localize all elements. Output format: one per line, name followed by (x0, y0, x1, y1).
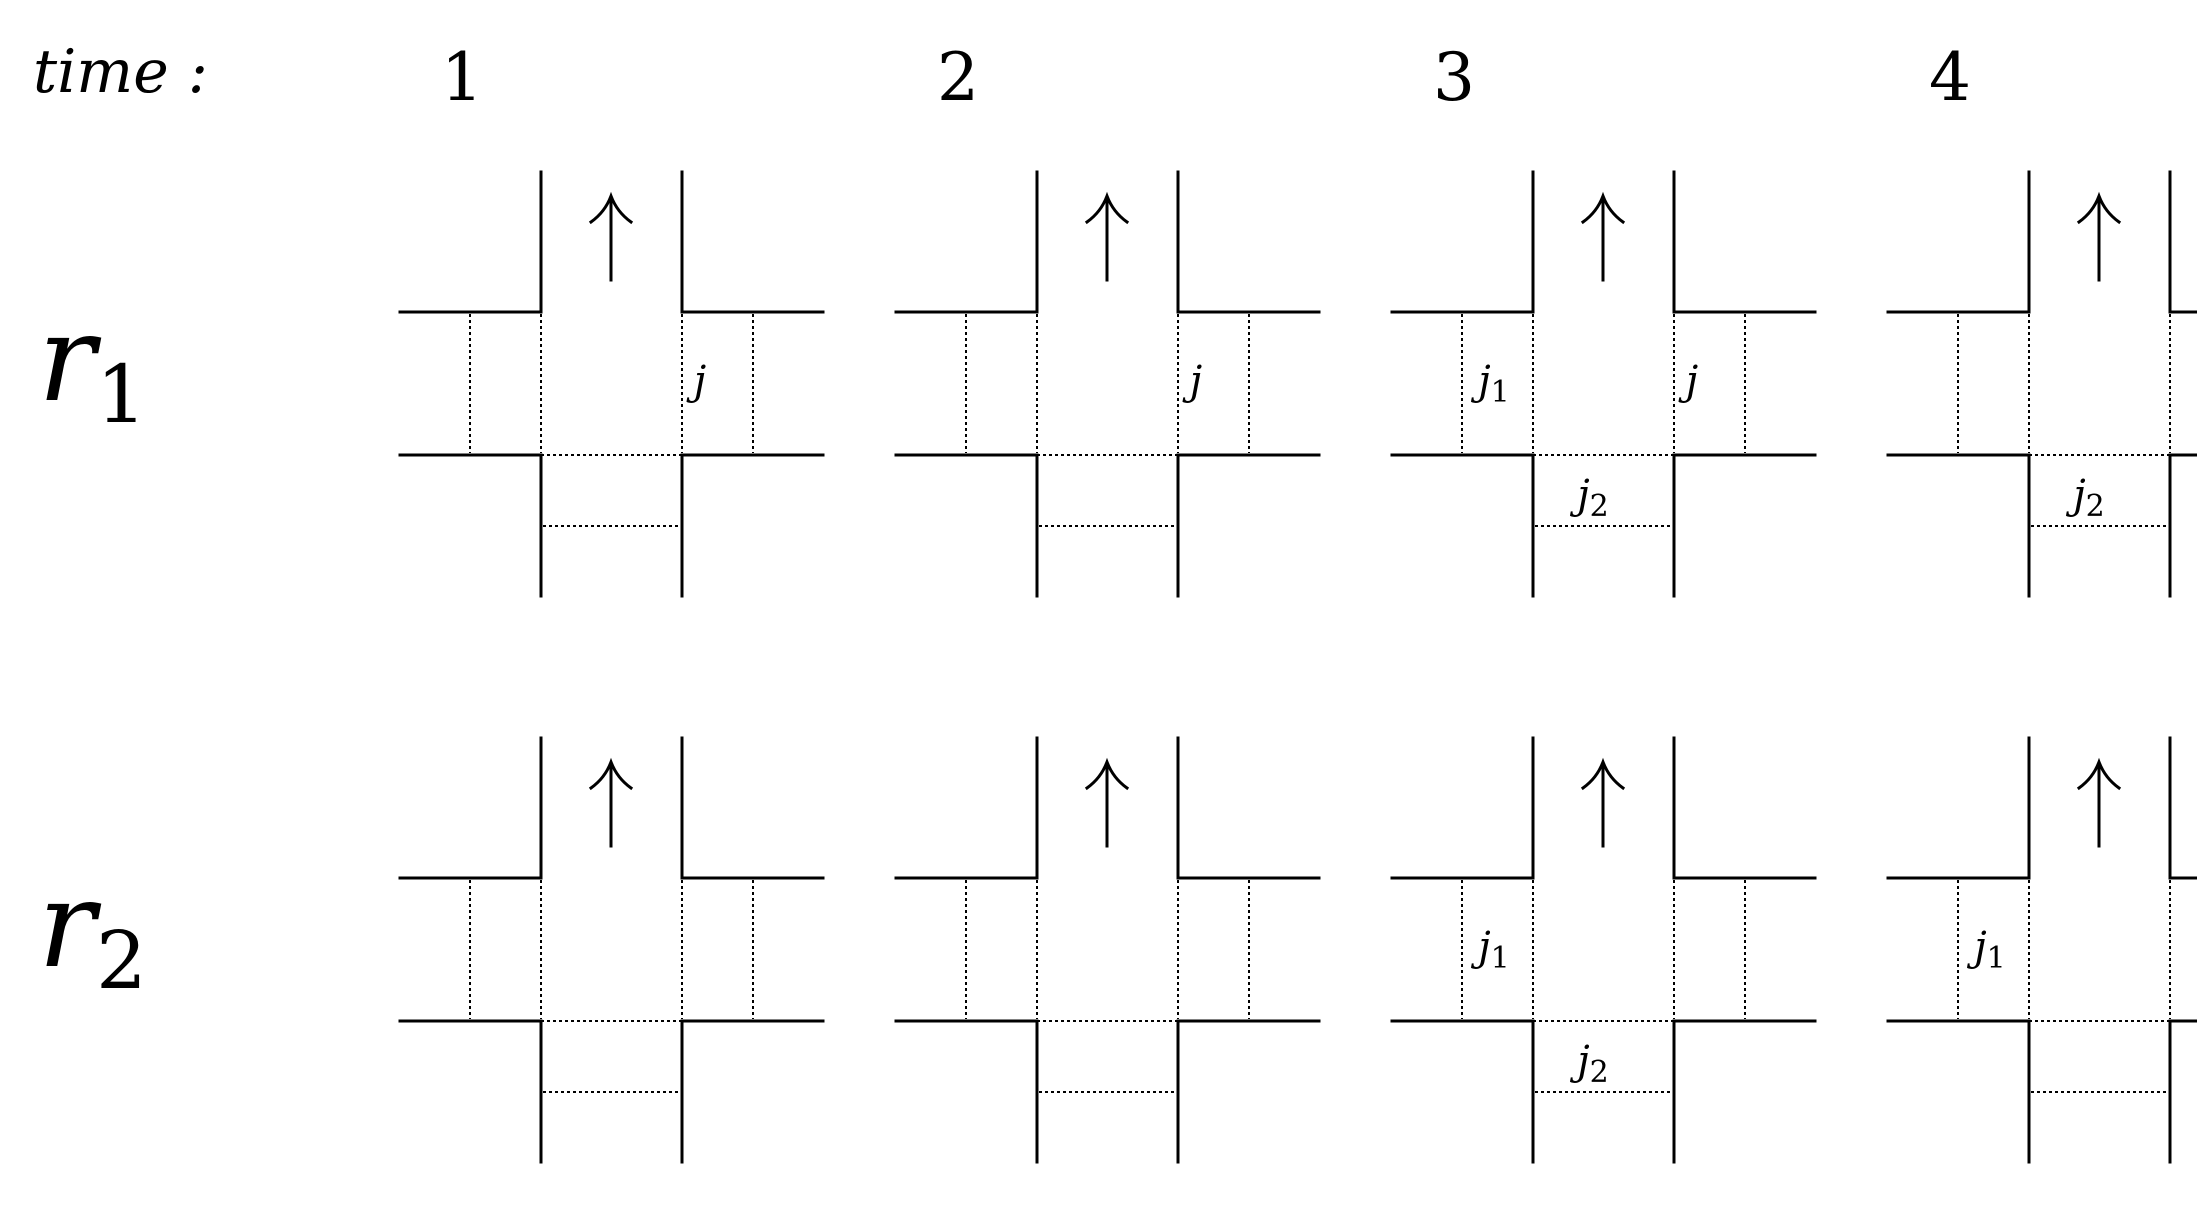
road-edge-2 (1176, 170, 1321, 314)
road-edge-3 (1390, 453, 1535, 598)
road-edge-2 (680, 736, 825, 880)
panel-r1-t1: j (398, 170, 825, 598)
job-label-base: j (1966, 924, 1986, 970)
road-edge-4 (680, 453, 825, 598)
panel-r1-t2: j (894, 170, 1321, 598)
row-label-1: r (38, 290, 102, 429)
road-edge-1 (1886, 170, 2031, 314)
road-edge-1 (1390, 170, 1535, 314)
row-label-subscript-1: 1 (96, 348, 147, 441)
panel-r1-t4: j2 (1886, 170, 2197, 598)
road-edge-2 (2168, 170, 2197, 314)
job-label-base: j (1569, 472, 1589, 518)
road-edge-3 (894, 1019, 1039, 1164)
road-edge-1 (1886, 736, 2031, 880)
road-edge-1 (894, 736, 1039, 880)
job-label-bottom: j2 (2065, 472, 2105, 524)
road-edge-4 (2168, 1019, 2197, 1164)
job-label-base: j (2065, 472, 2085, 518)
panel-r2-t1 (398, 736, 825, 1164)
road-edge-3 (398, 1019, 543, 1164)
road-edge-1 (894, 170, 1039, 314)
job-label-subscript: 1 (1491, 375, 1510, 410)
job-label-left: j1 (1966, 924, 2006, 976)
road-edge-1 (1390, 736, 1535, 880)
road-edge-3 (1390, 1019, 1535, 1164)
road-edge-2 (1176, 736, 1321, 880)
panel-r2-t4: j1 (1886, 736, 2197, 1164)
job-label-subscript: 2 (2086, 489, 2105, 524)
up-arrow-icon (1580, 757, 1626, 848)
time-number-3: 3 (1433, 39, 1475, 116)
job-label-base: j (1470, 924, 1490, 970)
road-edge-1 (398, 736, 543, 880)
road-edge-2 (1672, 736, 1817, 880)
road-edge-2 (680, 170, 825, 314)
panel-r2-t2 (894, 736, 1321, 1164)
job-label-left: j1 (1470, 924, 1510, 976)
job-label-left: j1 (1470, 358, 1510, 410)
row-label-2: r (38, 856, 102, 995)
time-number-1: 1 (441, 39, 483, 116)
road-edge-4 (1176, 1019, 1321, 1164)
up-arrow-icon (1084, 191, 1130, 282)
road-edge-2 (1672, 170, 1817, 314)
up-arrow-icon (2076, 757, 2122, 848)
job-label-subscript: 1 (1491, 941, 1510, 976)
time-headers: 1 2 3 4 (441, 39, 1971, 116)
job-label-base: j (1678, 358, 1698, 404)
road-edge-4 (680, 1019, 825, 1164)
up-arrow-icon (588, 757, 634, 848)
job-label-subscript: 1 (1987, 941, 2006, 976)
job-label-right: j (1182, 358, 1202, 404)
job-label-bottom: j2 (1569, 1038, 1609, 1090)
road-edge-3 (1886, 1019, 2031, 1164)
time-number-2: 2 (937, 39, 979, 116)
job-label-base: j (1470, 358, 1490, 404)
road-edge-3 (1886, 453, 2031, 598)
time-number-4: 4 (1929, 39, 1971, 116)
up-arrow-icon (2076, 191, 2122, 282)
job-label-bottom: j2 (1569, 472, 1609, 524)
up-arrow-icon (1580, 191, 1626, 282)
job-label-right: j (1678, 358, 1698, 404)
job-label-subscript: 2 (1590, 489, 1609, 524)
road-edge-4 (1672, 1019, 1817, 1164)
job-label-base: j (1569, 1038, 1589, 1084)
road-edge-1 (398, 170, 543, 314)
road-edge-3 (398, 453, 543, 598)
up-arrow-icon (1084, 757, 1130, 848)
road-edge-3 (894, 453, 1039, 598)
job-label-base: j (686, 358, 706, 404)
row-label-subscript-2: 2 (96, 914, 147, 1007)
road-edge-4 (2168, 453, 2197, 598)
road-edge-2 (2168, 736, 2197, 880)
job-label-subscript: 2 (1590, 1055, 1609, 1090)
road-edge-4 (1672, 453, 1817, 598)
job-label-right: j (686, 358, 706, 404)
road-edge-4 (1176, 453, 1321, 598)
job-label-base: j (1182, 358, 1202, 404)
up-arrow-icon (588, 191, 634, 282)
time-label: time : (33, 37, 208, 107)
